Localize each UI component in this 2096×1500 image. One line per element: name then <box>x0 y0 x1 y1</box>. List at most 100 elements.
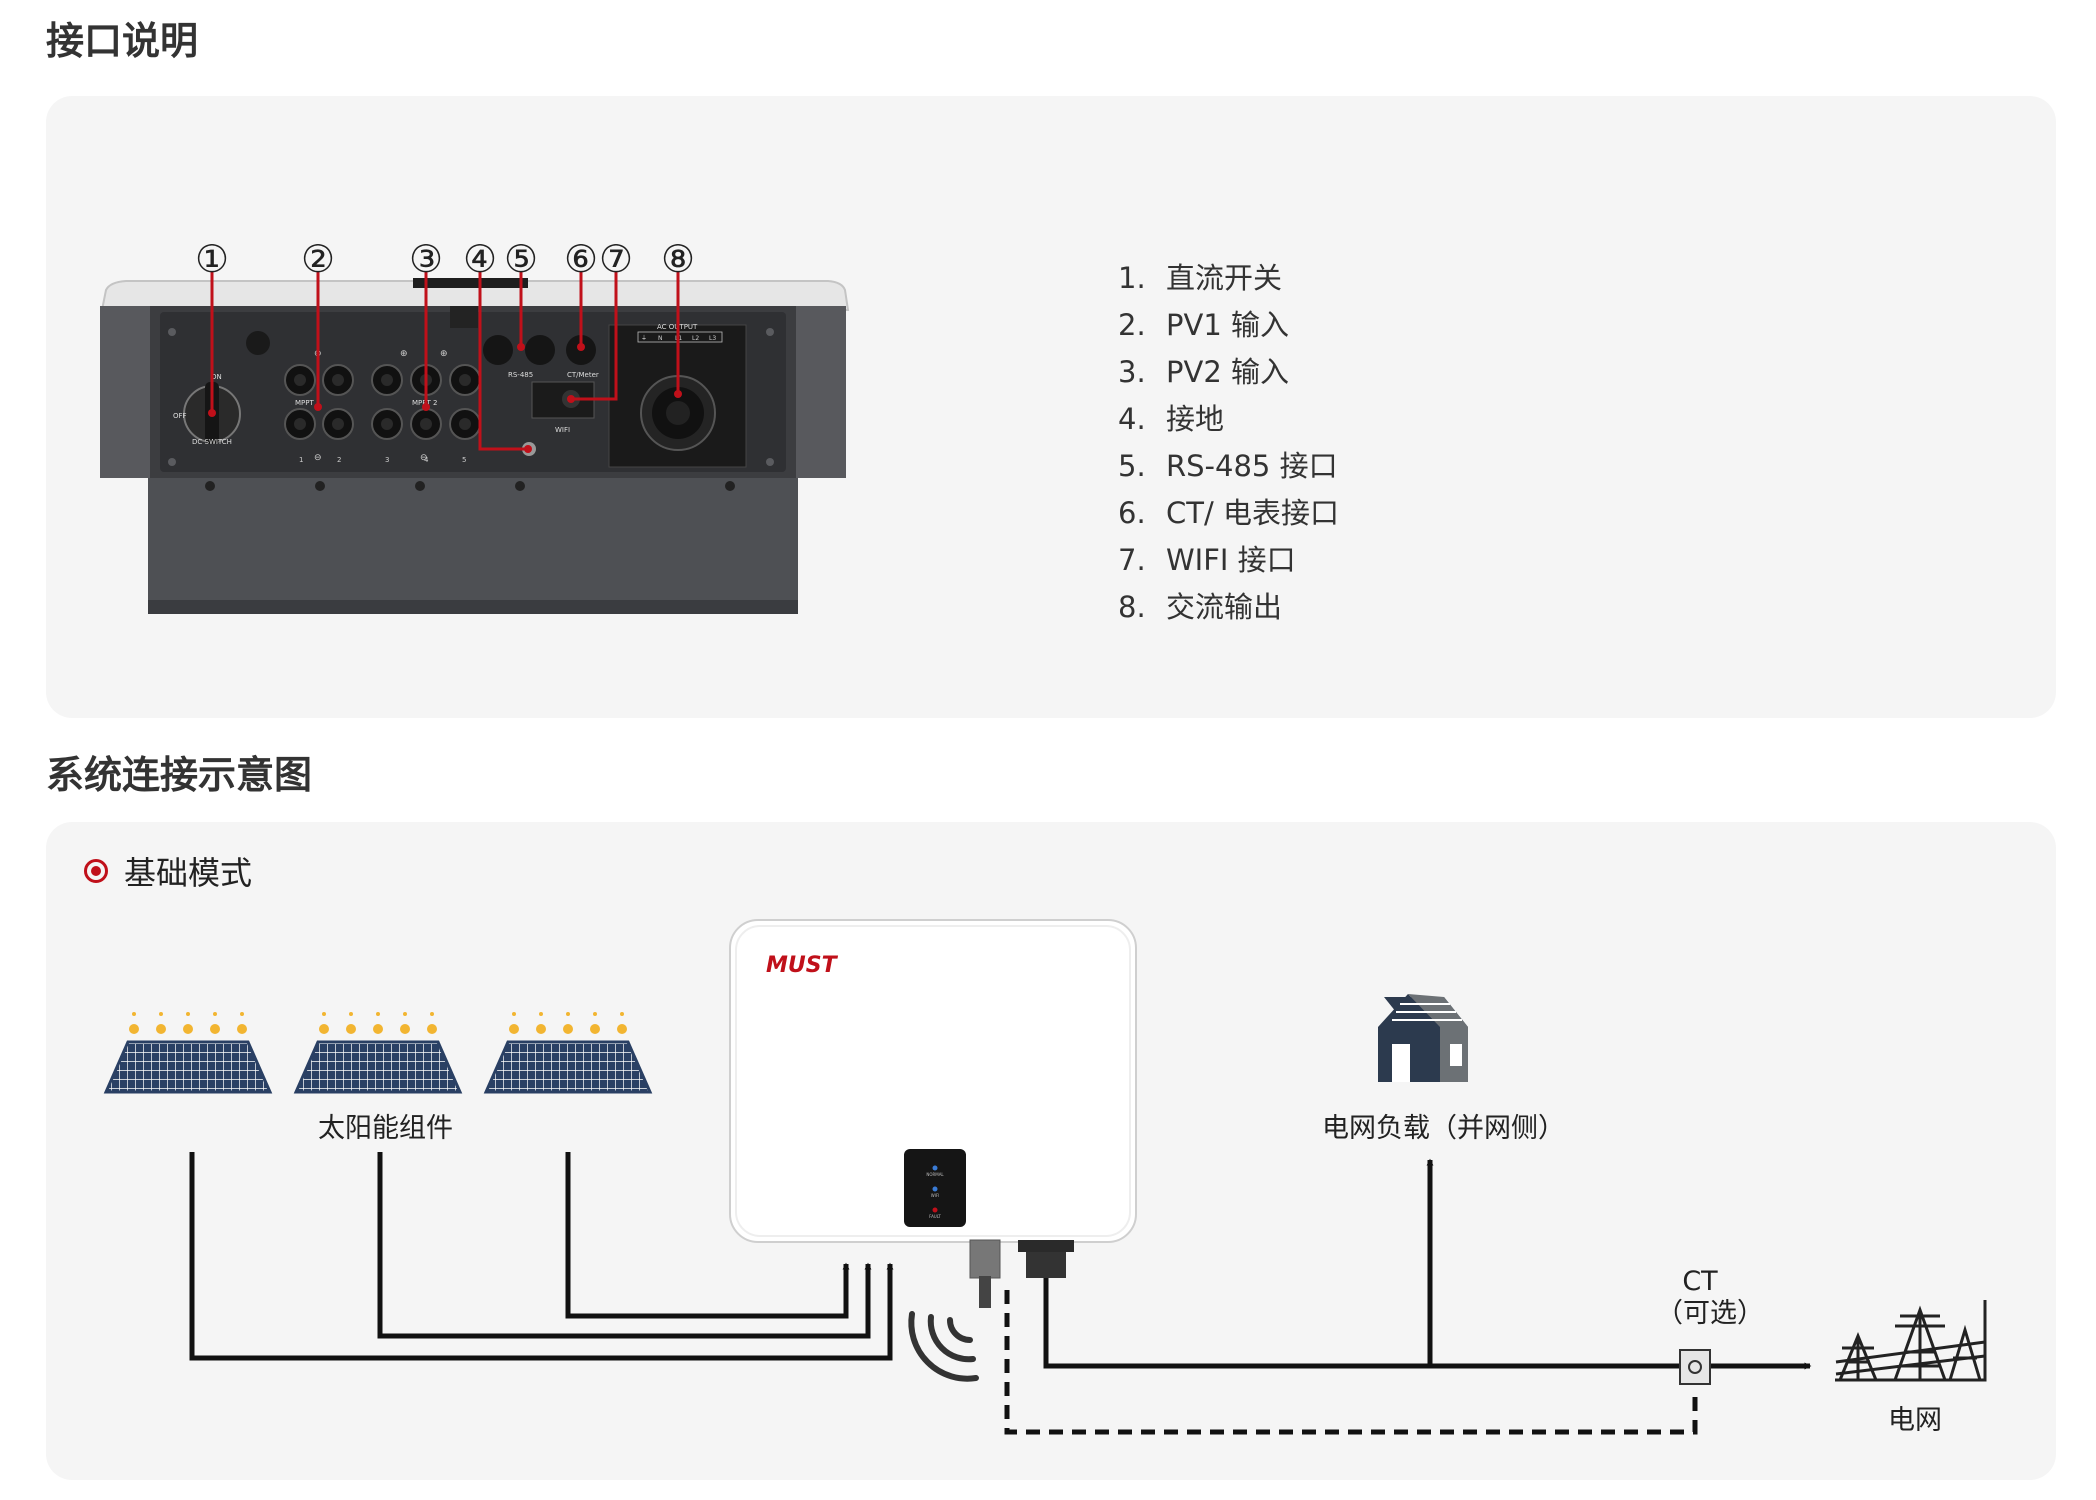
sun-dot <box>563 1024 573 1034</box>
sun-dot <box>240 1012 244 1016</box>
ct-sensor <box>1679 1349 1711 1385</box>
radio-dot-icon <box>84 859 108 883</box>
rs485-port: RS-485 <box>483 335 555 379</box>
legend-number: 3. <box>1118 355 1146 389</box>
legend-text: 直流开关 <box>1166 261 1283 295</box>
legend-number: 4. <box>1118 402 1146 436</box>
section-title-system: 系统连接示意图 <box>46 753 313 797</box>
legend-number: 6. <box>1118 496 1146 530</box>
sun-dot <box>566 1012 570 1016</box>
mppt2-plus-sign: ⊕ <box>400 349 408 359</box>
legend-number: 1. <box>1118 261 1146 295</box>
string-number: 5 <box>462 456 466 464</box>
ac-terminal-label: ⏚ <box>641 335 647 342</box>
solar-panel <box>103 1012 273 1094</box>
sun-dot <box>590 1024 600 1034</box>
pv-connector-core <box>459 374 471 386</box>
solar-panel <box>293 1012 463 1094</box>
sun-dot <box>400 1024 410 1034</box>
solar-panels <box>103 1012 653 1094</box>
sun-dot <box>129 1024 139 1034</box>
sun-dot <box>373 1024 383 1034</box>
sun-dot <box>539 1012 543 1016</box>
ct-label-sub: （可选） <box>1656 1298 1764 1329</box>
callout-7: ⑦ <box>599 237 633 281</box>
mode-label: 基础模式 <box>124 854 253 892</box>
ct-label: CT （可选） <box>1656 1266 1764 1330</box>
legend-item: 2.PV1 输入 <box>1118 302 1339 349</box>
led-fault-label: FAULT <box>929 1214 941 1219</box>
solar-panel-surface <box>293 1040 463 1094</box>
pv-connector-core <box>381 418 393 430</box>
sun-dot <box>349 1012 353 1016</box>
sun-dot <box>512 1012 516 1016</box>
led-normal-label: NORMAL <box>926 1172 944 1177</box>
interface-legend: 1. 直流开关 2.PV1 输入 3. PV2 输入 4. 接地 5. RS-485 接… <box>1118 255 1339 631</box>
inverter-bottom-diagram: ON OFF DC SWITCH MPPT 1 ⊕ ⊖ 1 2 MPPT 2 ⊕… <box>100 237 850 614</box>
ac-terminal-label: L2 <box>692 335 699 342</box>
sun-dot <box>403 1012 407 1016</box>
sun-dot <box>159 1012 163 1016</box>
grid-tower-icon <box>1835 1300 1987 1382</box>
sun-dot <box>536 1024 546 1034</box>
mode-heading: 基础模式 <box>84 848 252 894</box>
legend-text: PV1 输入 <box>1166 308 1289 342</box>
callout-6: ⑥ <box>564 237 598 281</box>
sun-dot <box>186 1012 190 1016</box>
led-wifi-label: WIFI <box>931 1193 940 1198</box>
ac-terminal-label: L3 <box>709 335 716 342</box>
legend-text: PV2 输入 <box>1166 355 1289 389</box>
brand-logo: MUST <box>766 953 839 978</box>
house-icon <box>1378 994 1468 1082</box>
pv-connector-core <box>294 374 306 386</box>
rs485-label: RS-485 <box>508 371 533 379</box>
legend-text: CT/ 电表接口 <box>1166 496 1339 530</box>
legend-item: 8.交流输出 <box>1118 584 1339 631</box>
pv-connector-core <box>332 418 344 430</box>
sun-dot <box>213 1012 217 1016</box>
ac-wires <box>1043 1158 1812 1370</box>
callout-8: ⑧ <box>661 237 695 281</box>
sun-dot <box>346 1024 356 1034</box>
sun-dot <box>132 1012 136 1016</box>
legend-text: RS-485 接口 <box>1166 449 1338 483</box>
ct-meter-label: CT/Meter <box>567 371 599 379</box>
solar-label: 太阳能组件 <box>318 1113 453 1144</box>
legend-item: 3. PV2 输入 <box>1118 349 1339 396</box>
mppt2-plus-sign: ⊕ <box>440 349 448 359</box>
ct-comm-wire <box>1004 1290 1698 1435</box>
mppt2-minus-sign: ⊖ <box>420 453 428 463</box>
callout-leaders <box>210 272 680 451</box>
inverter: MUST NORMAL WIFI FAULT <box>729 919 1137 1308</box>
legend-item: 4. 接地 <box>1118 396 1339 443</box>
ct-label-main: CT <box>1682 1266 1718 1297</box>
mppt1-connectors: MPPT 1 ⊕ ⊖ 1 2 <box>284 349 354 464</box>
sun-dot <box>617 1024 627 1034</box>
string-number: 1 <box>299 456 303 464</box>
legend-item: 5. RS-485 接口 <box>1118 443 1339 490</box>
grid-label: 电网 <box>1888 1405 1942 1436</box>
pv-connector-core <box>332 374 344 386</box>
legend-number: 8. <box>1118 590 1146 624</box>
vent-plug <box>246 306 478 355</box>
legend-number: 5. <box>1118 449 1146 483</box>
string-number: 3 <box>385 456 389 464</box>
pv-connector-core <box>459 418 471 430</box>
solar-panel-surface <box>103 1040 273 1094</box>
ac-gland <box>1026 1252 1066 1278</box>
wifi-label: WIFI <box>555 426 570 434</box>
mppt1-label: MPPT 1 <box>295 399 320 407</box>
sun-dot <box>156 1024 166 1034</box>
load-label: 电网负载（并网侧） <box>1322 1113 1565 1144</box>
solar-panel-surface <box>483 1040 653 1094</box>
legend-item: 6. CT/ 电表接口 <box>1118 490 1339 537</box>
dc-switch-label: DC SWITCH <box>192 438 232 446</box>
wifi-signal-icon <box>908 1311 979 1382</box>
pv-connector-core <box>381 374 393 386</box>
callout-3: ③ <box>409 237 443 281</box>
legend-item: 1. 直流开关 <box>1118 255 1339 302</box>
legend-text: 接地 <box>1166 402 1225 436</box>
mounting-screws <box>168 328 774 491</box>
sun-dot <box>210 1024 220 1034</box>
sun-dot <box>620 1012 624 1016</box>
